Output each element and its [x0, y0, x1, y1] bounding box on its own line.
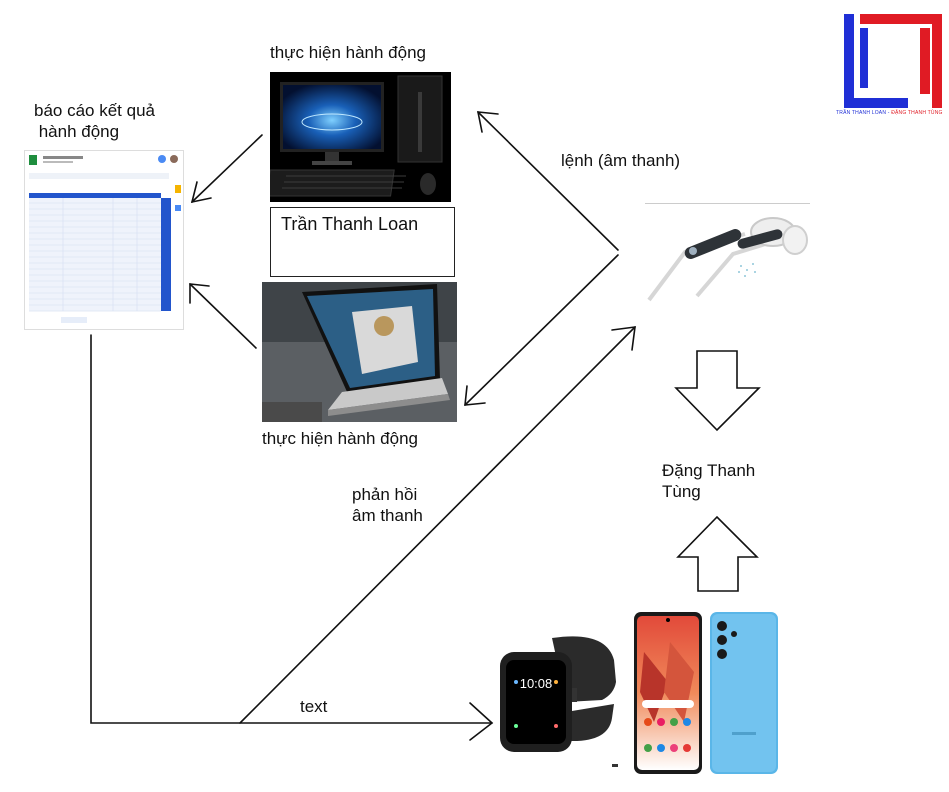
arrowhead	[469, 702, 494, 741]
logo	[838, 14, 942, 108]
phone-front-image	[634, 612, 702, 774]
action-label-bottom: thực hiện hành động	[262, 429, 419, 448]
smartwatch-image: 10:08	[496, 630, 624, 770]
report-label: báo cáo kết quả hành động	[34, 101, 155, 141]
arrow-desktop-to-sheet	[191, 134, 263, 203]
arrow-glasses-to-laptop	[464, 254, 619, 406]
arrowhead	[189, 283, 210, 304]
watch-time: 10:08	[519, 676, 553, 691]
command-label: lệnh (âm thanh)	[561, 151, 681, 170]
arrowhead	[190, 181, 212, 204]
arrowhead	[611, 326, 636, 351]
logo-caption-left: TRẦN THANH LOAN	[836, 110, 887, 116]
desktop-computer-image	[266, 72, 451, 202]
hollow-arrow-up	[676, 515, 759, 592]
laptop-image	[262, 282, 457, 422]
hollow-arrow-down	[674, 350, 761, 432]
action-label-top: thực hiện hành động	[270, 43, 427, 62]
logo-caption-right: ĐẶNG THANH TÙNG	[891, 110, 943, 116]
arrow-glasses-to-desktop	[477, 111, 619, 251]
name-box-text: Trần Thanh Loan	[281, 214, 419, 234]
feedback-label: phản hồi âm thanh	[352, 485, 423, 525]
arrowhead	[477, 111, 499, 133]
arrowhead	[464, 385, 486, 406]
logo-caption-sep: -	[886, 110, 892, 116]
phone-back-image	[710, 612, 778, 774]
name-box: Trần Thanh Loan	[270, 207, 455, 277]
logo-mark-icon	[844, 14, 942, 108]
logo-caption: TRẦN THANH LOAN - ĐẶNG THANH TÙNG	[836, 110, 943, 116]
text-label: text	[300, 697, 328, 716]
smart-glasses-image	[645, 203, 810, 309]
spreadsheet-image	[24, 150, 184, 330]
user-name-label: Đặng Thanh Tùng	[662, 461, 756, 501]
arrow-laptop-to-sheet	[189, 283, 257, 349]
small-mark	[612, 764, 618, 767]
